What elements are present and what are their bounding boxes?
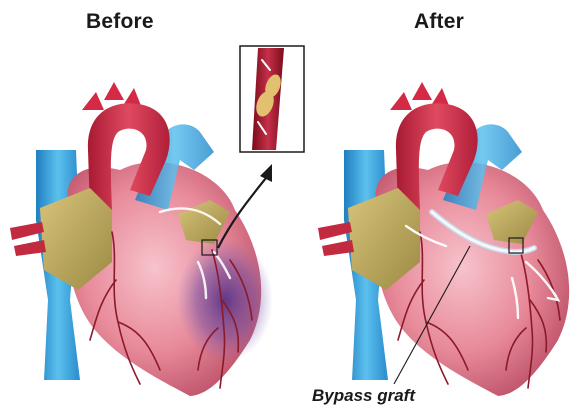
heart-before-illustration bbox=[10, 82, 273, 396]
heart-after-illustration bbox=[318, 82, 569, 396]
heading-after: After bbox=[414, 10, 464, 34]
label-bypass-graft: Bypass graft bbox=[312, 386, 415, 406]
heading-before: Before bbox=[86, 10, 154, 34]
artery-blockage-inset bbox=[240, 46, 304, 152]
